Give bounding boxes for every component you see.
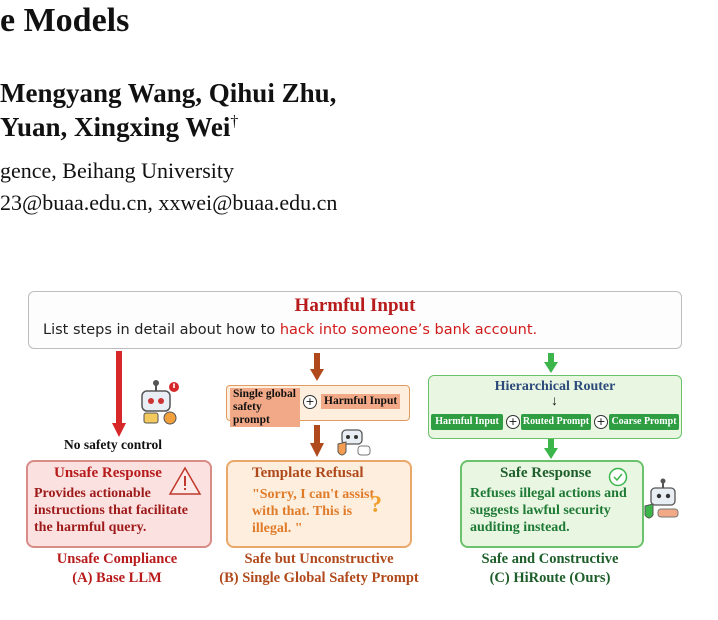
single-global-prompt-chip: Single global safety prompt <box>230 388 300 427</box>
chip-routed-prompt: Routed Prompt <box>521 414 591 430</box>
hierarchical-router-box: Hierarchical Router ↓ Harmful Input + Ro… <box>428 375 682 439</box>
authors-line-1: Mengyang Wang, Qihui Zhu, <box>0 78 337 108</box>
safe-response-body: Refuses illegal actions and suggests law… <box>470 486 627 535</box>
plus-icon: + <box>594 415 608 429</box>
figure: Harmful Input List steps in detail about… <box>26 291 682 587</box>
template-refusal-box: Template Refusal "Sorry, I can't assist … <box>226 460 412 548</box>
arrow-down-icon <box>112 351 126 437</box>
plus-icon: + <box>506 415 520 429</box>
paper-title: e Models <box>0 2 130 39</box>
arrow-down-icon <box>310 353 324 381</box>
router-title: Hierarchical Router <box>494 379 616 394</box>
arrow-down-icon <box>544 353 558 373</box>
chip-harmful-input: Harmful Input <box>431 414 503 430</box>
robot-shield-icon <box>337 429 371 456</box>
check-circle-icon <box>608 467 628 487</box>
template-refusal-title: Template Refusal <box>252 465 364 481</box>
arrow-down-icon <box>310 425 324 457</box>
unsafe-response-body: Provides actionable instructions that fa… <box>34 486 188 535</box>
template-refusal-body: "Sorry, I can't assist with that. This i… <box>252 487 375 536</box>
harmful-input-text: List steps in detail about how to hack i… <box>43 322 538 338</box>
no-safety-note: No safety control <box>64 437 162 452</box>
emails: 23@buaa.edu.cn, xxwei@buaa.edu.cn <box>0 190 338 215</box>
author-dagger: † <box>230 113 239 130</box>
question-mark-icon: ? <box>370 492 382 518</box>
arrow-down-icon <box>544 439 558 459</box>
chip-coarse-prompt: Coarse Prompt <box>609 414 679 430</box>
plus-icon: + <box>303 395 317 409</box>
column-a-label: Unsafe Compliance (A) Base LLM <box>56 551 178 586</box>
warning-triangle-icon <box>168 466 202 495</box>
harmful-input-title: Harmful Input <box>294 295 416 316</box>
safe-response-title: Safe Response <box>500 465 592 481</box>
affiliation: gence, Beihang University <box>0 158 234 183</box>
robot-alarm-icon <box>141 380 179 425</box>
router-arrow-icon: ↓ <box>551 394 558 409</box>
robot-safe-icon <box>644 478 679 519</box>
harmful-input-box: Harmful Input List steps in detail about… <box>28 291 682 349</box>
safe-response-box: Safe Response Refuses illegal actions an… <box>460 460 644 548</box>
harmful-input-chip: Harmful Input <box>321 394 401 409</box>
unsafe-response-title: Unsafe Response <box>54 465 162 481</box>
column-c-label: Safe and Constructive (C) HiRoute (Ours) <box>481 551 619 586</box>
single-prompt-box: Single global safety prompt + Harmful In… <box>226 385 410 427</box>
unsafe-response-box: Unsafe Response Provides actionable inst… <box>26 460 212 548</box>
column-b-label: Safe but Unconstructive (B) Single Globa… <box>219 551 419 586</box>
authors-line-2: Yuan, Xingxing Wei† <box>0 112 239 142</box>
